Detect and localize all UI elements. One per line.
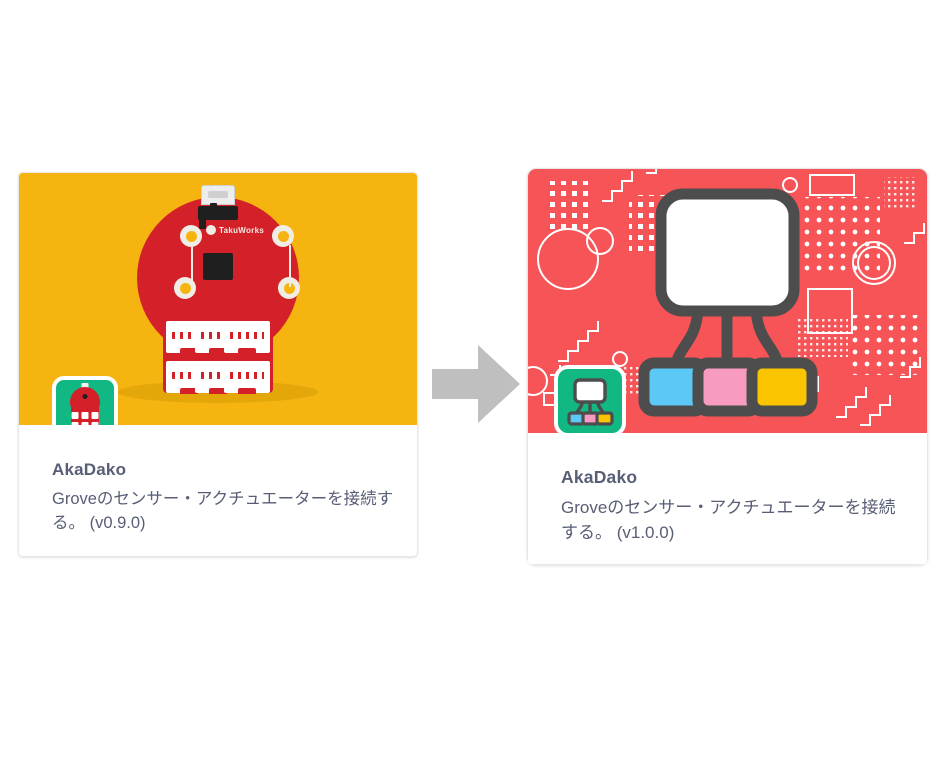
grove-connector xyxy=(224,321,270,354)
extension-badge-new xyxy=(554,365,626,437)
smd-resistor-b xyxy=(199,219,206,229)
extension-title: AkaDako xyxy=(52,460,127,479)
card-body-new: AkaDako Groveのセンサー・アクチュエーターを接続する。 (v1.0.… xyxy=(528,433,927,564)
mini-usb-icon xyxy=(81,383,89,388)
extension-card-old[interactable]: TakuWorks xyxy=(18,172,418,557)
mini-port xyxy=(71,412,79,419)
board-trace-2 xyxy=(289,245,291,287)
card-body-old: AkaDako Groveのセンサー・アクチュエーターを接続する。 (v0.9.… xyxy=(19,425,417,556)
grove-connector xyxy=(224,361,270,394)
hub-blocks-icon xyxy=(567,378,614,426)
board-pad-1 xyxy=(180,225,202,247)
logo-mark-icon xyxy=(206,225,216,235)
smd-component xyxy=(198,206,238,220)
board-logo: TakuWorks xyxy=(206,225,264,235)
mini-chip-icon xyxy=(82,394,88,399)
smd-resistor-a xyxy=(210,203,217,213)
extension-description: Groveのセンサー・アクチュエーターを接続する。 (v1.0.0) xyxy=(561,498,896,543)
logo-wordmark: TakuWorks xyxy=(219,225,265,235)
board-pad-4 xyxy=(278,277,300,299)
extension-title: AkaDako xyxy=(561,467,638,487)
microcontroller-chip xyxy=(203,253,233,280)
hub-with-modules-illustration xyxy=(638,188,818,417)
mini-port xyxy=(91,412,99,419)
board-trace-1 xyxy=(191,245,193,287)
module-yellow xyxy=(746,357,818,417)
arrow-right-icon xyxy=(432,345,520,423)
board-pad-3 xyxy=(174,277,196,299)
hub-body xyxy=(655,188,800,317)
mini-port xyxy=(81,412,89,419)
extension-card-new[interactable]: AkaDako Groveのセンサー・アクチュエーターを接続する。 (v1.0.… xyxy=(527,168,928,565)
extension-description: Groveのセンサー・アクチュエーターを接続する。 (v0.9.0) xyxy=(52,490,394,533)
board-pad-2 xyxy=(272,225,294,247)
usb-connector-icon xyxy=(201,185,235,205)
